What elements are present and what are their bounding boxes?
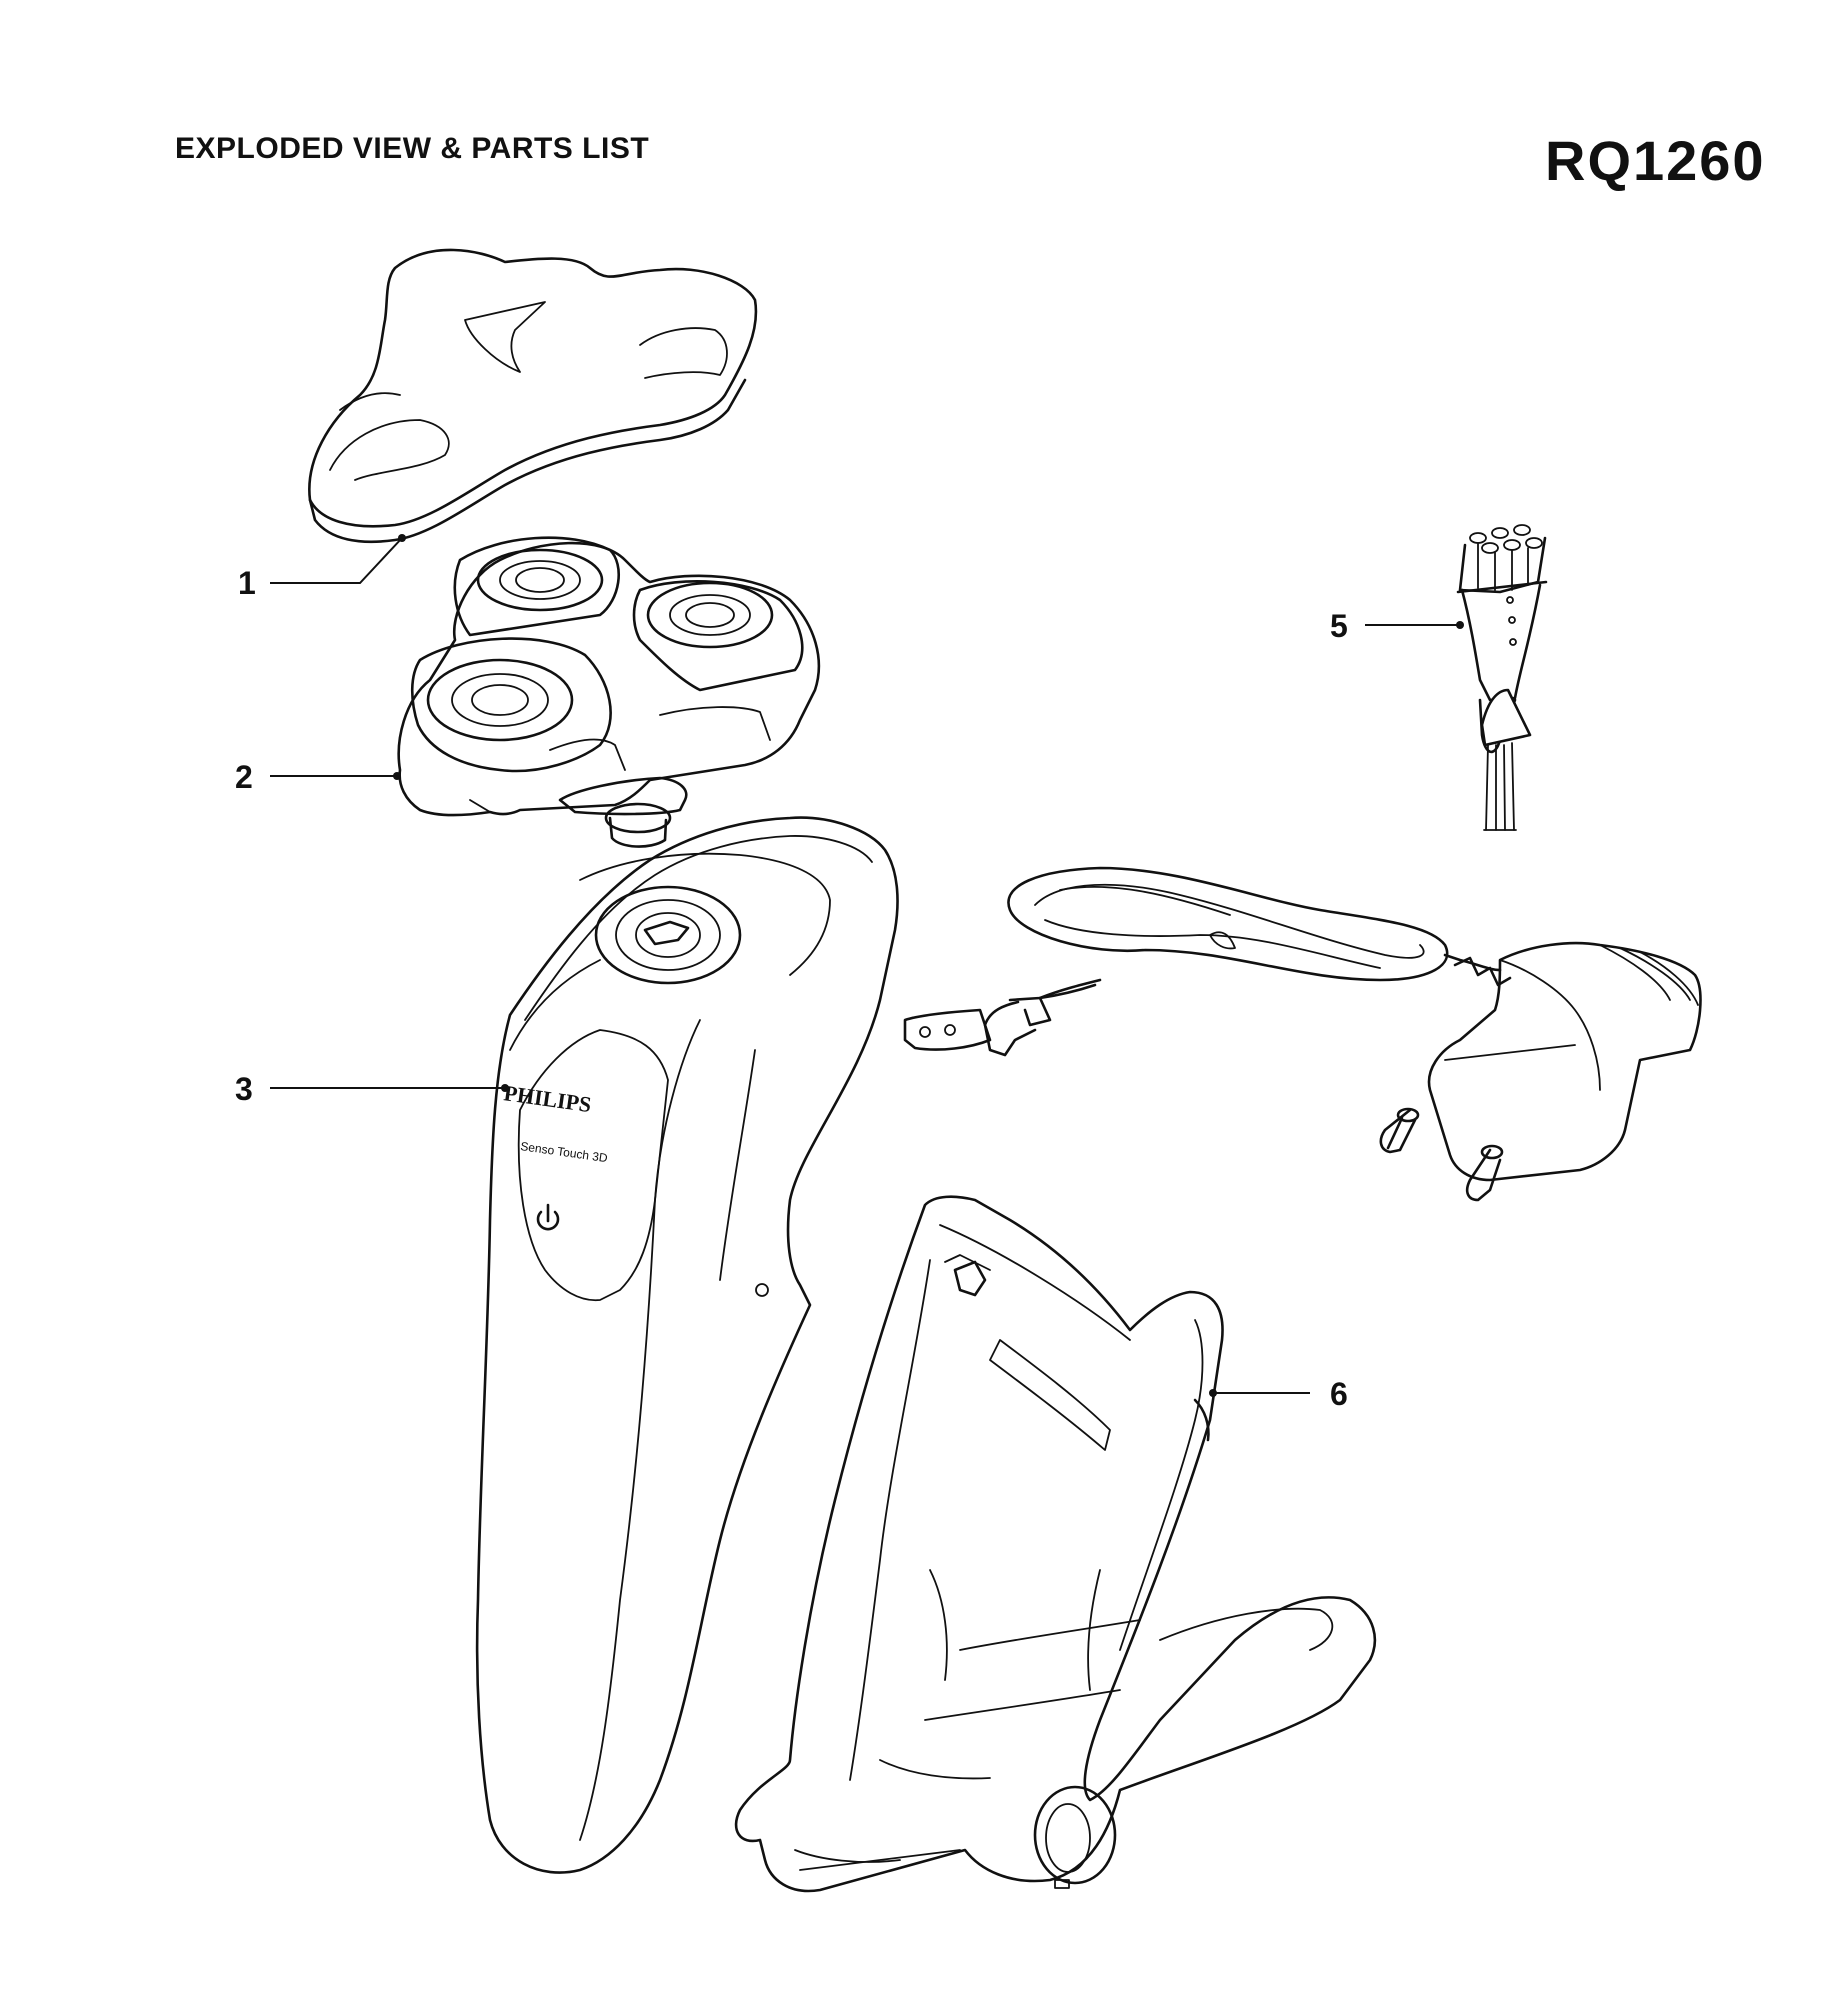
power-adapter — [903, 866, 1702, 1202]
product-model-name: Senso Touch 3D — [520, 1139, 609, 1165]
page-title: EXPLODED VIEW & PARTS LIST — [175, 132, 650, 165]
model-number: RQ1260 — [1545, 129, 1766, 192]
brand-logo: PHILIPS — [502, 1080, 593, 1117]
part-3-shaver-body — [475, 816, 899, 1874]
callout-1-label: 1 — [238, 565, 256, 601]
callout-2: 2 — [235, 759, 401, 795]
power-icon — [536, 1203, 560, 1231]
callout-6: 6 — [1209, 1376, 1348, 1412]
callout-1: 1 — [238, 534, 406, 601]
callout-6-label: 6 — [1330, 1376, 1348, 1412]
callout-2-label: 2 — [235, 759, 253, 795]
callout-3-label: 3 — [235, 1071, 253, 1107]
part-2-shaving-head — [397, 536, 821, 848]
part-5-cleaning-brush — [1456, 524, 1548, 831]
callout-5: 5 — [1330, 608, 1464, 644]
part-1-protective-cap — [308, 248, 758, 544]
part-6-charging-stand — [734, 1195, 1377, 1893]
callout-5-label: 5 — [1330, 608, 1348, 644]
callout-3: 3 — [235, 1071, 509, 1107]
